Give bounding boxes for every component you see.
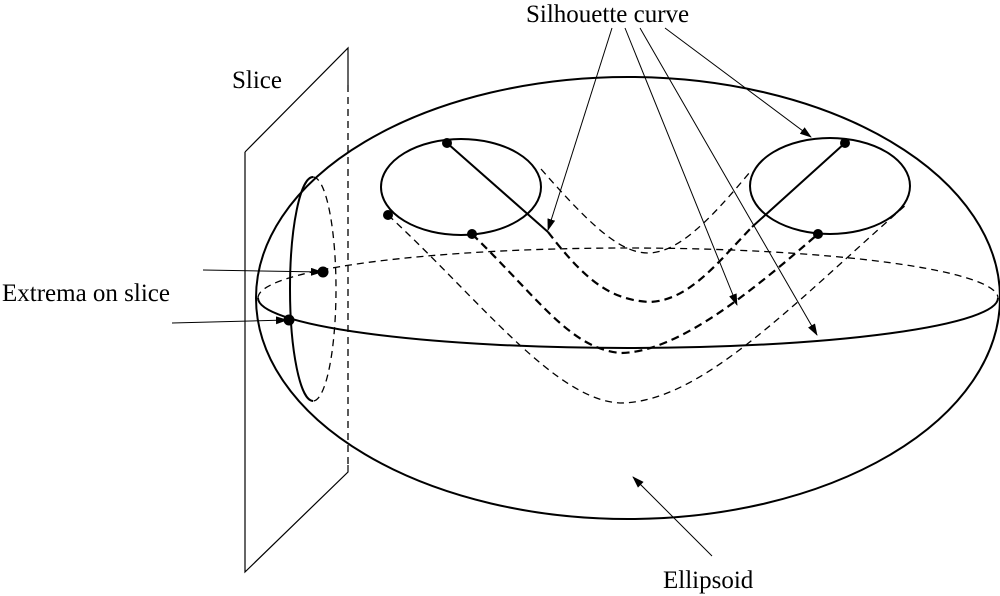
point-left-bottom — [467, 229, 477, 239]
point-extrema-upper — [317, 266, 329, 278]
point-left-top — [442, 138, 452, 148]
arrow-silhouette-1 — [547, 27, 613, 231]
right-hole-circle — [749, 137, 911, 235]
equator-back — [257, 247, 999, 299]
arrow-silhouette-2 — [624, 27, 738, 306]
slice-plane — [244, 46, 349, 574]
silhouette-curve-1 — [540, 168, 751, 254]
arrow-silhouette-4 — [664, 27, 812, 138]
ellipsoid-outline — [255, 76, 1000, 520]
arrow-extrema-lower — [171, 316, 288, 325]
silhouette-curve-2 — [547, 226, 753, 304]
silhouette-curve-3 — [471, 233, 819, 355]
point-right-top — [840, 138, 850, 148]
arrow-extrema-upper — [202, 267, 323, 276]
silhouette-curve-4 — [387, 203, 908, 404]
right-hole-diameter — [751, 142, 846, 228]
slice-section-front — [289, 176, 314, 402]
point-right-bottom — [813, 229, 823, 239]
point-left-lower-left — [383, 210, 393, 220]
slice-section-back — [312, 176, 337, 402]
left-hole-diameter — [446, 142, 549, 233]
label-silhouette-curve: Silhouette curve — [526, 1, 689, 28]
label-ellipsoid: Ellipsoid — [663, 567, 754, 594]
label-extrema-on-slice: Extrema on slice — [2, 280, 170, 307]
arrow-silhouette-3 — [639, 27, 818, 336]
equator-front — [257, 297, 999, 349]
arrow-ellipsoid — [632, 476, 713, 557]
left-hole-circle — [380, 138, 542, 236]
point-extrema-lower — [283, 314, 295, 326]
label-slice: Slice — [232, 67, 282, 94]
